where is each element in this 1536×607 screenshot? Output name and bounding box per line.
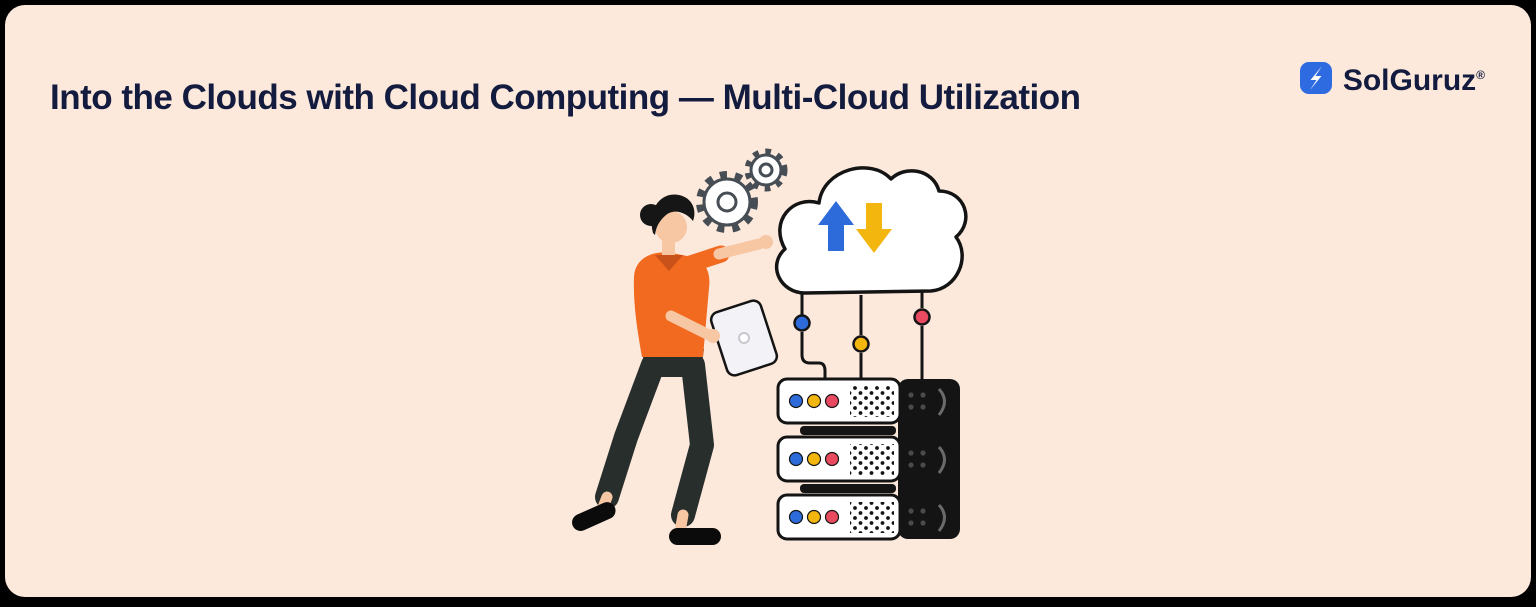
server-led (806, 393, 822, 409)
face (655, 211, 687, 243)
tablet-icon (709, 299, 779, 377)
page-title: Into the Clouds with Cloud Computing — M… (50, 78, 1081, 118)
collar (655, 255, 683, 271)
server-led (806, 451, 822, 467)
server-chassis-strip (800, 484, 896, 493)
server-led (824, 509, 840, 525)
gear-icon (696, 171, 758, 233)
connector-dot-red (913, 308, 931, 326)
server-side-dots (908, 392, 926, 526)
banner-card: Into the Clouds with Cloud Computing — M… (5, 5, 1531, 597)
server-unit (776, 377, 902, 425)
server-led (788, 451, 804, 467)
bolt-icon (1309, 66, 1322, 90)
server-led (806, 509, 822, 525)
cloud-icon (774, 166, 968, 295)
brand-wordmark: SolGuruz (1342, 64, 1477, 97)
server-unit (776, 435, 902, 483)
connector-lines (800, 291, 924, 379)
upload-arrow-icon (818, 201, 854, 251)
hand (759, 235, 773, 249)
server-side-panel (898, 379, 960, 539)
download-arrow-icon (856, 203, 892, 253)
back-leg (595, 353, 665, 509)
server-chassis-strip (800, 426, 896, 435)
brand-name: SolGuruz® (1343, 57, 1485, 99)
front-leg (671, 353, 714, 527)
server-led (788, 509, 804, 525)
server-rack (776, 377, 960, 541)
server-led (788, 393, 804, 409)
connector-dot-yellow (852, 335, 870, 353)
hand (706, 329, 720, 343)
server-led (824, 451, 840, 467)
person-with-tablet (572, 194, 779, 545)
server-unit (776, 493, 902, 541)
back-shoe (572, 502, 616, 531)
server-dot-matrix (850, 502, 894, 533)
server-dot-matrix (850, 444, 894, 475)
server-side-brackets (937, 387, 946, 532)
brand-logo: SolGuruz® (1298, 57, 1485, 99)
shirt (633, 252, 710, 357)
registered-mark: ® (1476, 68, 1485, 82)
server-led (824, 393, 840, 409)
gear-icon-small (744, 148, 788, 192)
connector-dot-blue (793, 314, 811, 332)
front-shoe (669, 528, 721, 545)
hair (651, 194, 695, 235)
solguruz-logo-icon (1299, 62, 1332, 94)
server-dot-matrix (850, 386, 894, 417)
